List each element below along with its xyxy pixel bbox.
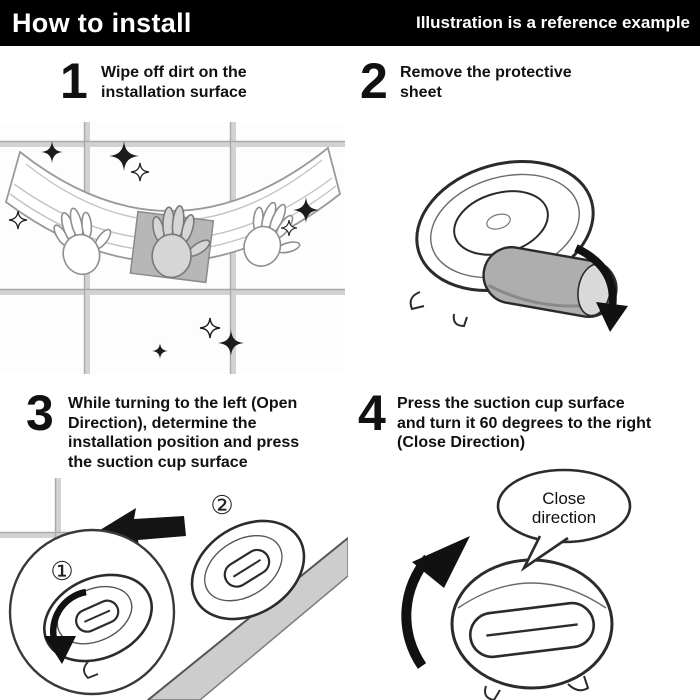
suction-cup-front <box>450 558 614 700</box>
step3-illustration: ② ① <box>0 478 348 700</box>
cup-tab <box>83 661 99 680</box>
step-2-number: 2 <box>360 53 388 109</box>
step1-illustration <box>0 122 345 374</box>
circled-number-1: ① <box>50 556 73 586</box>
step-1-number: 1 <box>60 53 88 109</box>
cup-foot-left <box>484 685 501 700</box>
peel-arrow-icon <box>574 244 628 332</box>
step-4-number: 4 <box>358 385 386 441</box>
speech-bubble: Close direction <box>496 468 632 572</box>
detail-inset: ① <box>8 528 176 696</box>
cup-tab <box>409 291 425 311</box>
page-title: How to install <box>12 7 192 38</box>
rotation-arrow-icon <box>401 536 470 669</box>
step2-illustration <box>409 159 628 332</box>
suction-cup-on-wall <box>190 519 306 621</box>
protective-sheet <box>482 246 618 318</box>
step-1-text: Wipe off dirt on the installation surfac… <box>101 64 247 101</box>
step-3-number: 3 <box>26 385 54 441</box>
header-bar: How to install Illustration is a referen… <box>0 0 700 46</box>
cup-foot <box>452 313 468 328</box>
reference-note: Illustration is a reference example <box>415 13 690 32</box>
step4-illustration: Close direction <box>401 468 632 700</box>
step-2-text: Remove the protective sheet <box>400 64 572 101</box>
step-3-text: While turning to the left (Open Directio… <box>68 395 300 471</box>
circled-number-2: ② <box>210 490 233 520</box>
cup-foot-right <box>567 675 590 692</box>
bubble-text-line2: direction <box>532 508 596 527</box>
step-4-text: Press the suction cup surface and turn i… <box>397 395 652 452</box>
bubble-text-line1: Close <box>542 489 585 508</box>
